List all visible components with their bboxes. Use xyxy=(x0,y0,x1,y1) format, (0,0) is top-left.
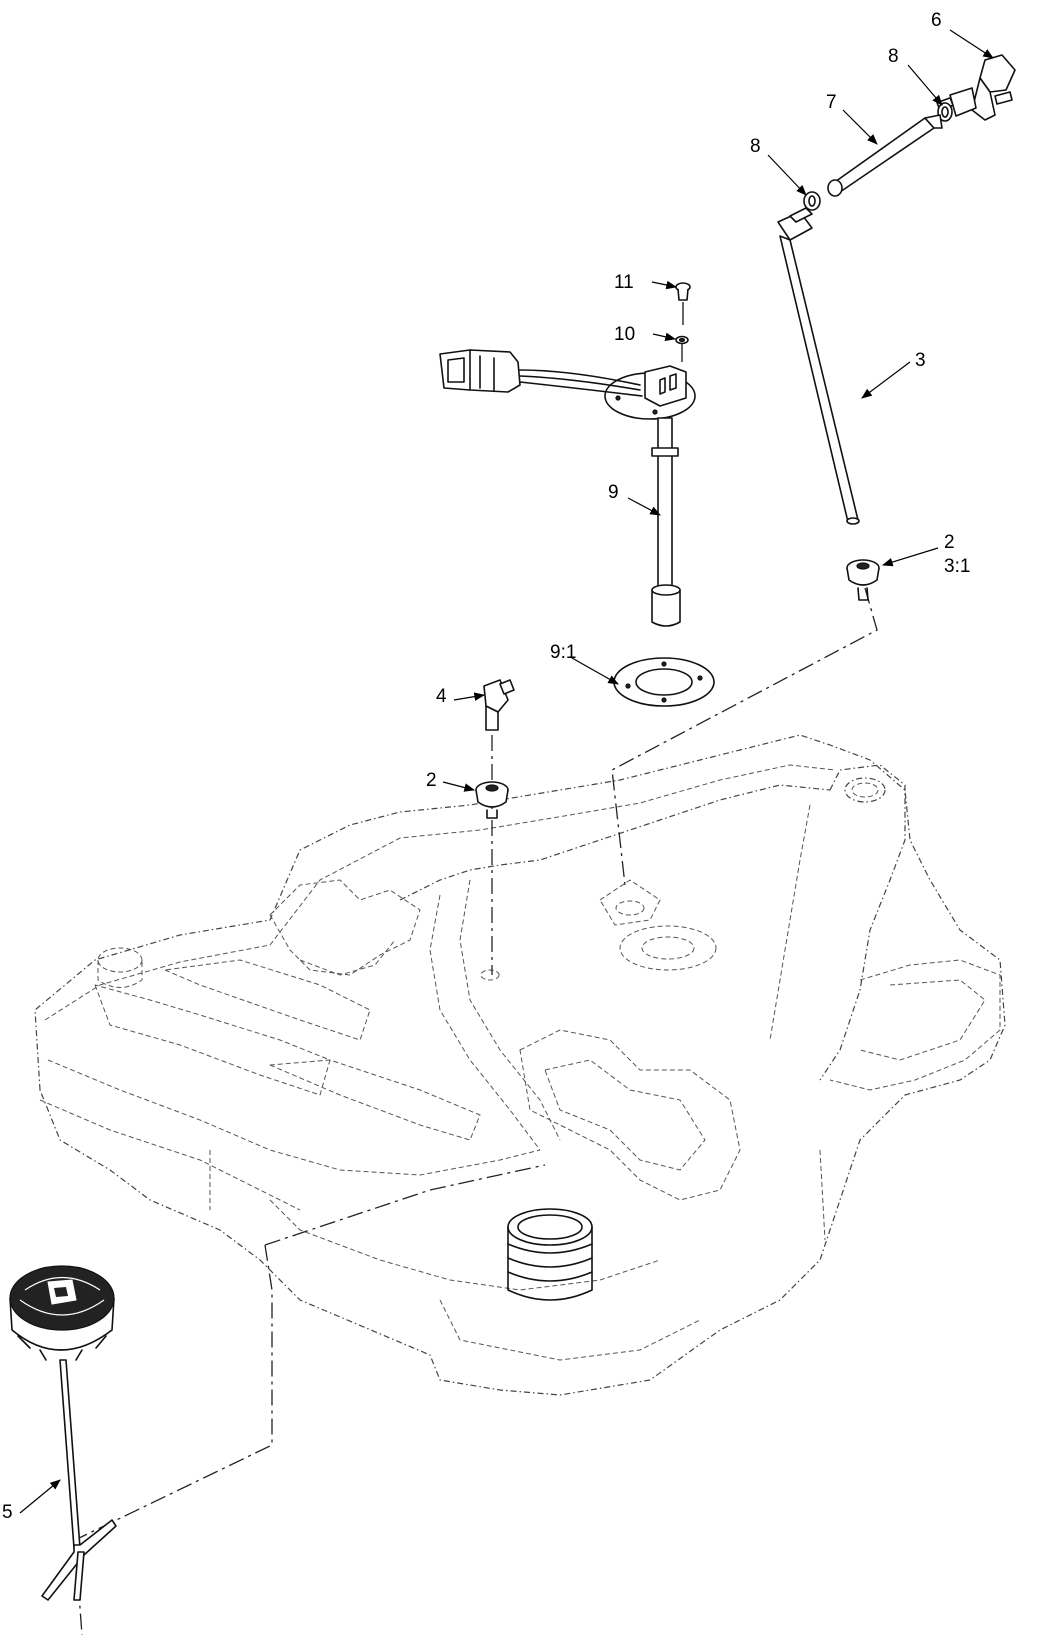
callout-7: 7 xyxy=(826,92,837,113)
callout-3: 3 xyxy=(915,350,926,371)
callout-9-1: 9:1 xyxy=(550,642,576,663)
grommet-right xyxy=(846,559,880,601)
assembly-lines xyxy=(74,587,878,1636)
callout-11: 11 xyxy=(614,272,634,293)
hose-clamp-lower xyxy=(803,191,821,211)
washer xyxy=(675,335,689,362)
grommet-left xyxy=(475,781,509,819)
callout-9: 9 xyxy=(608,482,619,503)
callout-10: 10 xyxy=(614,324,635,345)
callout-labels: 6 8 7 8 11 10 3 9 2 3:1 9:1 4 2 5 xyxy=(2,10,970,1523)
callout-2-right: 2 xyxy=(944,532,955,553)
callout-5: 5 xyxy=(2,1502,13,1523)
fuel-pickup-tube xyxy=(777,207,860,525)
fuel-cap xyxy=(9,1265,117,1601)
fuel-level-sender xyxy=(439,349,696,627)
callout-8-upper: 8 xyxy=(888,46,899,67)
callout-8-lower: 8 xyxy=(750,136,761,157)
callout-4: 4 xyxy=(436,686,447,707)
filler-neck xyxy=(507,1208,593,1301)
fuel-hose xyxy=(827,114,943,197)
leader-lines xyxy=(19,29,994,1514)
callout-2-left: 2 xyxy=(426,770,437,791)
elbow-fitting xyxy=(483,679,515,731)
sender-gasket xyxy=(613,657,715,707)
fuel-tank xyxy=(34,734,1006,1396)
hose-clamp-upper xyxy=(937,102,953,122)
callout-3-1: 3:1 xyxy=(944,556,970,577)
callout-6: 6 xyxy=(931,10,942,31)
screw xyxy=(675,282,691,325)
